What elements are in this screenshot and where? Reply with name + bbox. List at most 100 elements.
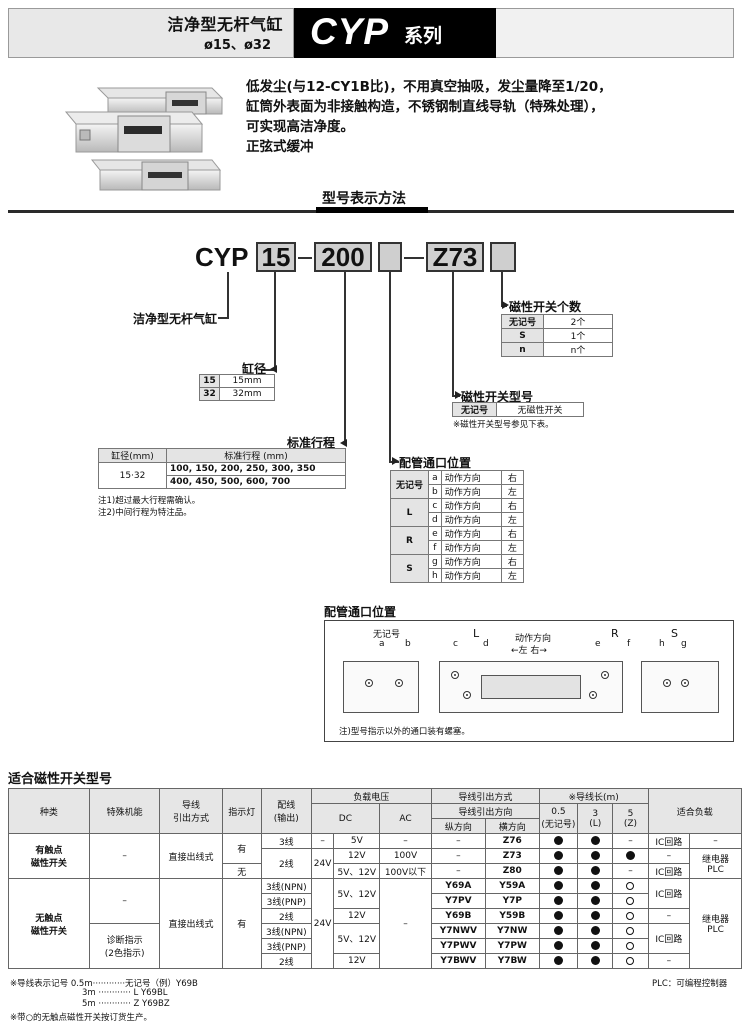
table-header: 导线引出方向 [430, 803, 540, 819]
diagram-label: L [473, 627, 480, 640]
filled-circle-icon [553, 896, 563, 905]
table-cell: 3线(NPN) [260, 878, 312, 894]
table-cell: 直接出线式 [159, 833, 223, 879]
table-cell: Y59B [484, 908, 540, 924]
diagram-title: 配管通口位置 [324, 605, 397, 619]
table-cell: a [428, 470, 442, 485]
table-cell: Z76 [484, 833, 540, 849]
table-cell: 100, 150, 200, 250, 300, 350 [166, 462, 346, 476]
leader-line [262, 369, 276, 371]
table-header: 适合负载 [647, 788, 743, 834]
table-cell: Y69A [430, 878, 486, 894]
table-header: 特殊机能 [88, 788, 161, 834]
table-cell: 100V以下 [379, 863, 432, 879]
diagram-label: d [483, 639, 489, 649]
stroke-note: 注2)中间行程为特注品。 [98, 508, 192, 518]
table-cell: 12V [333, 953, 381, 969]
diagram-label: a [379, 639, 385, 649]
table-row: 无记号 无磁性开关 [452, 402, 584, 417]
table-cell: 直接出线式 [159, 878, 223, 969]
table-cell: Y7PWV [430, 938, 486, 954]
filled-circle-icon [590, 941, 600, 950]
switch-table: 种类 特殊机能 导线 引出方式 指示灯 配线 (输出) 负载电压 导线引出方式 … [8, 788, 743, 969]
table-row: 15 15mm [199, 374, 275, 388]
model-prefix: CYP [195, 242, 249, 272]
arrow-icon [340, 439, 347, 447]
leader-line [501, 272, 503, 306]
table-cell: – [647, 908, 691, 924]
header-series: 系列 [404, 25, 443, 47]
filled-circle-icon [553, 956, 563, 965]
diagram-note: 注)型号指示以外的通口装有螺塞。 [339, 727, 470, 737]
table-cell: 动作方向 [440, 540, 502, 555]
table-cell: 15mm [219, 374, 275, 388]
intro-line: 低发尘(与12-CY1B比)，不用真空抽吸，发尘量降至1/20， [246, 79, 612, 95]
table-header: 缸径(mm) [98, 448, 167, 463]
footnote: ※带○的无触点磁性开关按订货生产。 [10, 1013, 153, 1023]
label-port: 配管通口位置 [399, 456, 472, 470]
product-image [64, 87, 224, 191]
table-cell: 32 [199, 387, 220, 401]
table-cell: 15·32 [98, 462, 167, 489]
table-cell: – [379, 878, 432, 969]
table-cell: 左 [500, 512, 525, 527]
cylinder-end-view [641, 661, 719, 713]
table-cell: L [390, 498, 429, 527]
open-circle-icon [626, 896, 635, 905]
table-cell: 12V [333, 848, 381, 864]
table-cell: 无磁性开关 [496, 402, 584, 417]
footnote: 3m ············ L Y69BL [82, 988, 168, 998]
open-circle-icon [626, 911, 635, 920]
filled-circle-icon [590, 851, 600, 860]
header-title: 洁净型无杆气缸 [167, 15, 283, 34]
table-cell: – [689, 833, 742, 849]
table-row: 有触点 磁性开关 – 直接出线式 有 3线 – 5V – – Z76 – IC回… [8, 833, 742, 879]
table-cell: – [88, 833, 161, 879]
table-header: 横方向 [484, 818, 540, 834]
table-cell: 3线(PNP) [260, 938, 312, 954]
table-cell: 5V、12V [333, 863, 381, 879]
leader-line [227, 272, 229, 318]
filled-circle-icon [553, 911, 563, 920]
port-icon [601, 671, 609, 679]
port-icon [663, 679, 671, 687]
table-cell: e [428, 526, 442, 541]
filled-circle-icon [553, 851, 563, 860]
table-cell: Z80 [484, 863, 540, 879]
table-header: 3 [592, 808, 599, 819]
diagram-label: R [611, 627, 619, 640]
table-cell: 15 [199, 374, 220, 388]
table-cell: 继电器 PLC [689, 878, 742, 969]
table-row: S 1个 [501, 328, 613, 343]
intro-line: 可实现高洁净度。 [246, 119, 354, 135]
model-switch-box: Z73 [426, 242, 484, 272]
table-cell: b [428, 484, 442, 499]
stroke-table: 缸径(mm) 标准行程 (mm) 15·32 100, 150, 200, 25… [98, 448, 346, 489]
filled-circle-icon [590, 881, 600, 890]
intro-line: 正弦式缓冲 [246, 139, 314, 155]
filled-circle-icon [553, 926, 563, 935]
table-cell: R [390, 526, 429, 555]
leader-line [218, 317, 229, 319]
table-header: 导线 引出方式 [159, 788, 223, 834]
table-cell: Y7BWV [430, 953, 486, 969]
switch-count-table: 无记号 2个 S 1个 n n个 [501, 314, 613, 357]
port-icon [589, 691, 597, 699]
model-dash [404, 257, 424, 259]
section-divider-accent [316, 207, 428, 213]
open-circle-icon [626, 941, 635, 950]
table-cell: n [501, 342, 544, 357]
table-cell: 右 [500, 470, 525, 485]
model-port-box [378, 242, 402, 272]
port-diagram: 无记号 a b L c d 动作方向 ←左 右→ R e f S h g 注)型… [324, 620, 734, 742]
stroke-note: 注1)超过最大行程需确认。 [98, 496, 201, 506]
table-cell: d [428, 512, 442, 527]
diagram-label: ←左 右→ [511, 646, 547, 656]
table-cell: n个 [543, 342, 613, 357]
table-cell: Y7P [484, 893, 540, 909]
footnote: ※导线表示记号 0.5m············无记号（例）Y69B [10, 979, 198, 989]
table-cell: – [430, 833, 486, 849]
table-cell: Y7NWV [430, 923, 486, 939]
table-row: 3线(PNP) Y7PWV Y7PW [9, 938, 742, 954]
leader-line [344, 272, 346, 444]
